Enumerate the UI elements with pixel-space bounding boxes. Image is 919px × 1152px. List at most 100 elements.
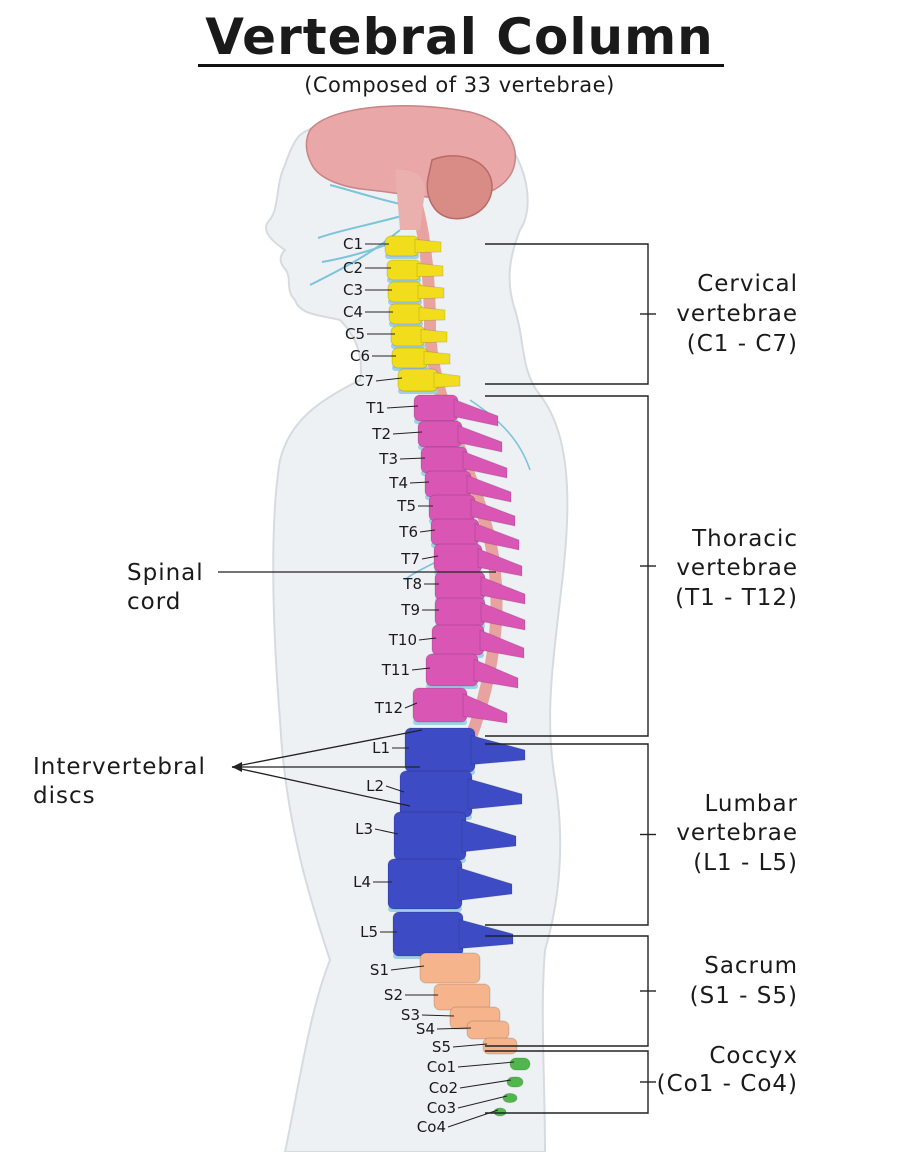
- leader-line: [452, 1043, 488, 1048]
- region-label-lumbar: vertebrae: [676, 820, 798, 846]
- cerebellum: [426, 155, 493, 220]
- vertebral-body: [392, 911, 464, 957]
- vertebra-label-l1: L1: [372, 739, 390, 757]
- vertebra-label-s5: S5: [432, 1038, 451, 1056]
- leader-line: [375, 377, 403, 382]
- leader-line: [457, 1061, 515, 1068]
- vertebral-body: [388, 303, 424, 325]
- vertebra-co3: [502, 1093, 518, 1103]
- vertebra-t11: [425, 653, 519, 689]
- vertebra-label-c6: C6: [350, 347, 370, 365]
- vertebra-label-t4: T4: [388, 474, 408, 492]
- vertebral-body: [506, 1076, 524, 1088]
- spinous-process: [467, 778, 523, 810]
- vertebra-label-t5: T5: [396, 497, 416, 515]
- spinous-process: [457, 866, 513, 902]
- spinous-process: [461, 819, 517, 853]
- spinous-process: [416, 262, 444, 278]
- leader-line: [392, 431, 423, 435]
- spinous-process: [474, 522, 520, 551]
- diagram-title: Vertebral Column: [205, 8, 714, 66]
- vertebra-label-c3: C3: [343, 281, 363, 299]
- vertebra-co1: [509, 1057, 531, 1071]
- vertebral-body: [433, 543, 483, 573]
- vertebra-c5: [390, 325, 448, 349]
- spinous-process: [480, 575, 526, 605]
- vertebra-label-t1: T1: [365, 399, 385, 417]
- spinous-process: [466, 474, 512, 503]
- vertebral-body: [420, 446, 468, 474]
- vertebral-body: [428, 494, 476, 522]
- vertebral-body: [502, 1093, 518, 1103]
- vertebra-label-t6: T6: [398, 523, 418, 541]
- leader-line: [459, 1079, 512, 1089]
- brainstem: [395, 169, 425, 230]
- vertebral-body: [386, 259, 422, 281]
- vertebra-label-t7: T7: [400, 550, 420, 568]
- discs-label-line: Intervertebral: [33, 754, 206, 780]
- spinous-process: [473, 658, 519, 689]
- vertebral-body: [413, 394, 459, 422]
- spinous-process: [470, 734, 526, 766]
- arrow-head: [232, 762, 242, 772]
- diagram-subtitle: (Composed of 33 vertebrae): [304, 73, 615, 97]
- spinous-process: [414, 238, 442, 254]
- spinous-process: [479, 629, 525, 659]
- spinous-process: [423, 350, 451, 366]
- vertebral-body: [384, 235, 420, 257]
- leader-line: [419, 529, 436, 533]
- vertebra-label-l2: L2: [366, 777, 384, 795]
- vertebra-label-c5: C5: [345, 325, 365, 343]
- region-label-thoracic: vertebrae: [676, 555, 798, 581]
- discs-label-line: discs: [33, 783, 96, 809]
- vertebral-body: [397, 368, 439, 392]
- region-label-thoracic: (T1 - T12): [675, 585, 798, 611]
- vertebra-label-s4: S4: [416, 1020, 435, 1038]
- leader-line: [457, 1095, 508, 1109]
- vertebral-body: [417, 420, 463, 448]
- vertebral-body: [431, 624, 485, 656]
- spinous-process: [420, 328, 448, 344]
- vertebral-body: [399, 770, 473, 818]
- vertebra-label-t9: T9: [400, 601, 420, 619]
- region-label-cervical: Cervical: [697, 271, 798, 297]
- leader-line: [421, 1014, 455, 1017]
- vertebra-label-co3: Co3: [427, 1099, 456, 1117]
- vertebral-body: [430, 518, 480, 546]
- region-label-lumbar: (L1 - L5): [693, 850, 798, 876]
- vertebra-label-l3: L3: [355, 820, 373, 838]
- vertebral-body: [466, 1020, 510, 1040]
- vertebra-label-t3: T3: [378, 450, 398, 468]
- vertebra-label-c7: C7: [354, 372, 374, 390]
- region-label-thoracic: Thoracic: [691, 526, 798, 552]
- vertebra-label-t11: T11: [381, 661, 410, 679]
- discs-leader: [231, 729, 423, 768]
- vertebra-c3: [387, 281, 445, 305]
- vertebral-body: [387, 281, 423, 303]
- region-sacrum: Sacrum(S1 - S5): [485, 935, 797, 1047]
- vertebra-t12: [412, 687, 508, 725]
- vertebral-body: [391, 347, 429, 369]
- spinous-process: [417, 284, 445, 300]
- leader-line: [418, 637, 437, 641]
- vertebral-body: [419, 952, 481, 984]
- vertebra-c7: [397, 368, 461, 394]
- leader-line: [385, 785, 405, 793]
- leader-line: [404, 702, 418, 709]
- vertebra-label-co4: Co4: [417, 1118, 446, 1136]
- region-label-coccyx: Coccyx: [709, 1043, 798, 1069]
- labels-layer: C1C2C3C4C5C6C7T1T2T3T4T5T6T7T8T9T10T11T1…: [33, 235, 515, 1136]
- vertebral-body: [425, 653, 479, 687]
- spinous-process: [477, 547, 523, 577]
- vertebra-label-t10: T10: [388, 631, 417, 649]
- spinous-process: [453, 398, 499, 427]
- spinous-process: [458, 918, 514, 950]
- vertebra-label-co2: Co2: [429, 1079, 458, 1097]
- spinous-process: [462, 450, 508, 479]
- spinous-process: [457, 424, 503, 453]
- vertebral-body: [493, 1107, 507, 1117]
